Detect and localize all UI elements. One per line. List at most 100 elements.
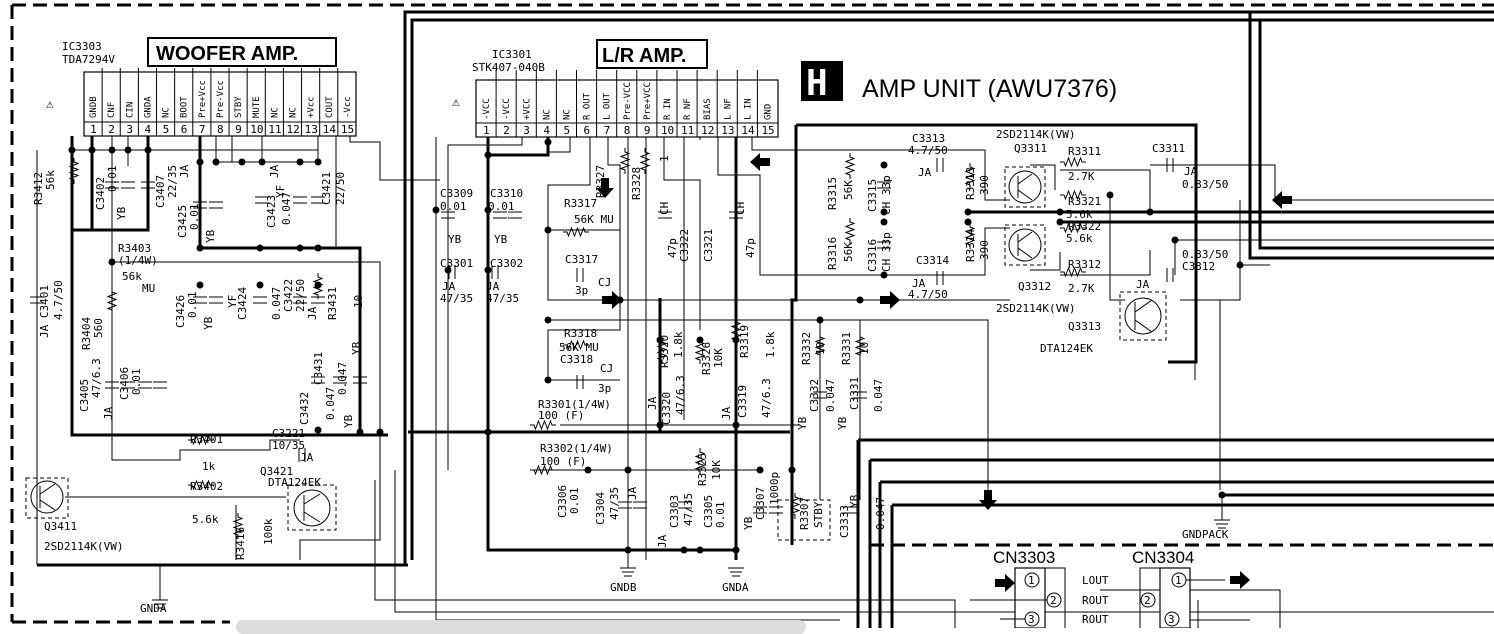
- label-c3315: C3315: [866, 179, 879, 212]
- label-r3328: R3328: [630, 167, 643, 200]
- ic-pin-number: 5: [163, 123, 170, 136]
- transistor-q3411-icon: [25, 477, 69, 519]
- ground-icon: [728, 567, 744, 577]
- label-r3311: R3311: [1068, 145, 1101, 158]
- label-r3301: R3301(1/4W): [538, 398, 611, 411]
- label-r3401v: 1k: [202, 460, 216, 473]
- label-c3333v: 0.047: [874, 497, 887, 530]
- label-r3320v: 1.8k: [672, 331, 685, 358]
- ic-pin-number: 4: [543, 124, 550, 137]
- label-c3221t: JA: [300, 451, 314, 464]
- ground-icon: [1214, 495, 1230, 529]
- label-r3403: R3403: [118, 242, 151, 255]
- svg-text:3: 3: [1028, 613, 1035, 626]
- label-c3332v: 0.047: [824, 379, 837, 412]
- label-c3310t: YB: [494, 233, 508, 246]
- label-c3319v: 47/6.3: [760, 378, 773, 418]
- arrow-icon: [602, 291, 622, 309]
- label-c3318: C3318: [560, 353, 593, 366]
- label-r3403w: (1/4W): [118, 254, 158, 267]
- label-r3431v: 10: [352, 295, 365, 308]
- ic-pin-name: NC: [162, 107, 172, 118]
- label-r3302v: 100 (F): [540, 455, 586, 468]
- label-q3411: Q3411: [44, 520, 77, 533]
- label-c3407v: 22/35: [166, 165, 179, 198]
- label-ch47a: 47p: [666, 238, 679, 258]
- svg-text:3: 3: [1168, 613, 1175, 626]
- ic-pin-number: 15: [761, 124, 774, 137]
- section-letter: H: [806, 63, 828, 104]
- label-c3320t: JA: [646, 396, 659, 410]
- ic-pin-number: 8: [624, 124, 631, 137]
- ic-pin-name: BIAS: [703, 98, 713, 120]
- label-r3316v: 56K: [842, 242, 855, 262]
- ic-pin-number: 3: [126, 123, 133, 136]
- label-c3424: C3424: [236, 287, 249, 320]
- label-c3431: C3431: [312, 352, 325, 385]
- label-q3311: Q3311: [1014, 142, 1047, 155]
- label-r3307: R3307: [798, 497, 811, 530]
- ic-pin-number: 14: [741, 124, 755, 137]
- label-c3421t: JA: [268, 164, 281, 178]
- label-c3313: C3313: [912, 132, 945, 145]
- label-c3316: C3316: [866, 239, 879, 272]
- svg-text:2: 2: [1050, 594, 1057, 607]
- label-r3403mu: MU: [142, 282, 155, 295]
- label-c3424t: YF: [226, 295, 239, 308]
- label-c3309v: 0.01: [440, 200, 467, 213]
- label-c3402v: 0.01: [106, 166, 119, 193]
- lr-amp-label-box: [596, 39, 708, 69]
- label-c3407t: JA: [178, 164, 191, 178]
- label-c3432: C3432: [298, 392, 311, 425]
- label-c3421v2: 0.047: [280, 192, 293, 225]
- label-c3221: C3221: [272, 427, 305, 440]
- label-c3423: C3423: [265, 195, 278, 228]
- label-r3322: R3322: [1068, 220, 1101, 233]
- label-r3403v: 56k: [122, 270, 142, 283]
- ic-pin-name: -VCC: [502, 98, 512, 120]
- svg-text:1: 1: [1028, 574, 1035, 587]
- capacitors: [30, 158, 1174, 514]
- label-r3328v: 1: [658, 155, 671, 162]
- label-c3309t: YB: [448, 233, 462, 246]
- ic-pin-number: 10: [250, 123, 263, 136]
- label-r3325: R3325: [696, 453, 709, 486]
- bottom-scroll-bar: [236, 620, 806, 634]
- label-c3312v: 0.33/50: [1182, 248, 1228, 261]
- transistor-q3421-icon: [287, 484, 337, 531]
- ic-pin-name: NC: [542, 109, 552, 120]
- label-c3422t: JA: [306, 306, 319, 320]
- woofer-amp-label-box: [147, 37, 337, 67]
- arrow-icon: [596, 178, 614, 198]
- ic-pin-number: 3: [523, 124, 530, 137]
- ic-pin-number: 15: [341, 123, 354, 136]
- label-r3313: R3313: [964, 167, 977, 200]
- label-q3311p: 2SD2114K(VW): [996, 128, 1075, 141]
- label-q3313: Q3313: [1068, 320, 1101, 333]
- label-q3421: Q3421: [260, 465, 293, 478]
- ic-pin-number: 12: [701, 124, 714, 137]
- label-c3319t: JA: [720, 406, 733, 420]
- svg-text:LOUT: LOUT: [1082, 574, 1109, 587]
- label-r3412v: 56k: [44, 170, 57, 190]
- label-r3317: R3317: [564, 197, 597, 210]
- label-q3411p: 2SD2114K(VW): [44, 540, 123, 553]
- label-r3301v: 100 (F): [538, 409, 584, 422]
- label-c3318t: CJ: [600, 362, 613, 375]
- label-c3426: C3426: [174, 295, 187, 328]
- ic-pin-number: 13: [305, 123, 318, 136]
- ic-pin-number: 1: [483, 124, 490, 137]
- label-c3431v: 0.047: [336, 362, 349, 395]
- label-q3313p: DTA124EK: [1040, 342, 1093, 355]
- ic-pin-number: 6: [584, 124, 591, 137]
- label-c3421v: 22/50: [334, 172, 347, 205]
- ic-pin-number: 14: [323, 123, 337, 136]
- ic3303-ref: IC3303: [62, 40, 102, 53]
- label-c3311t: JA: [1184, 165, 1198, 178]
- ic-pin-number: 11: [681, 124, 694, 137]
- svg-text:1: 1: [1175, 574, 1182, 587]
- label-c3331v: 0.047: [872, 379, 885, 412]
- svg-text:ROUT: ROUT: [1082, 594, 1109, 607]
- ic-pin-name: R NF: [683, 98, 693, 120]
- label-c3320v: 47/6.3: [674, 375, 687, 415]
